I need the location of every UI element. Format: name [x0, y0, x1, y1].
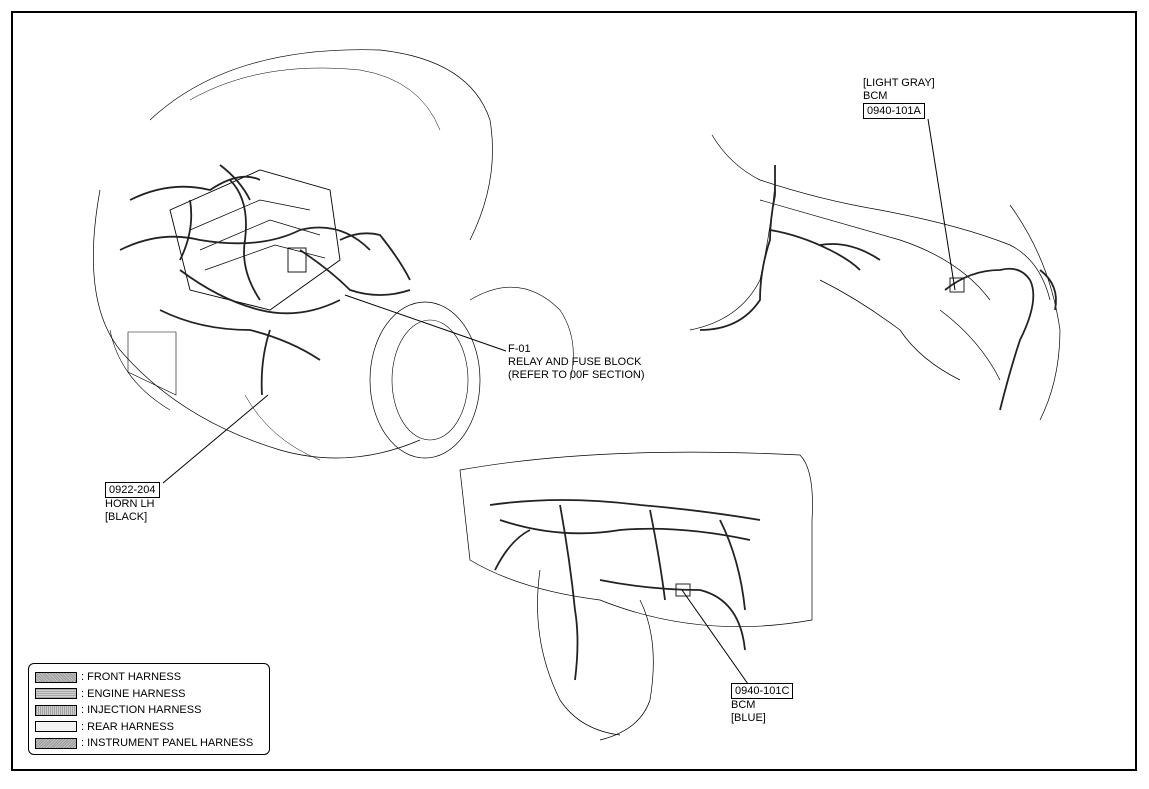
cabin-illustration: [689, 134, 1061, 421]
legend-item: : INSTRUMENT PANEL HARNESS: [35, 735, 263, 752]
bcm-a-name: BCM: [863, 90, 888, 102]
relay-line2: (REFER TO 00F SECTION): [508, 369, 645, 381]
legend-item: : REAR HARNESS: [35, 719, 263, 736]
harness-legend: : FRONT HARNESS : ENGINE HARNESS : INJEC…: [28, 663, 270, 755]
bcm-a-callout: [LIGHT GRAY] BCM 0940-101A: [863, 77, 935, 119]
relay-leader-line: [344, 294, 507, 352]
diagram-frame: [11, 11, 1137, 771]
cabin-harness: [699, 165, 1057, 411]
horn-leader-line: [162, 394, 269, 484]
legend-label: : ENGINE HARNESS: [81, 687, 186, 700]
horn-line2: [BLACK]: [105, 511, 148, 523]
legend-item: : ENGINE HARNESS: [35, 686, 263, 703]
engine-harness-swatch: [35, 688, 77, 700]
engine-harness: [119, 164, 411, 396]
bcm-a-code: 0940-101A: [863, 103, 925, 119]
bcm-c-leader-line: [681, 589, 749, 685]
horn-line1: HORN LH: [105, 498, 155, 510]
instrument-panel-harness-swatch: [35, 737, 77, 749]
bcm-c-name: BCM: [731, 699, 756, 711]
bcm-c-code: 0940-101C: [731, 683, 794, 699]
legend-label: : INSTRUMENT PANEL HARNESS: [81, 737, 254, 750]
instrument-panel-illustration: [459, 451, 813, 741]
injection-harness-swatch: [35, 704, 77, 716]
legend-label: : INJECTION HARNESS: [81, 704, 202, 717]
leader-lines: [162, 118, 956, 685]
front-harness-swatch: [35, 671, 77, 683]
engine-bay-illustration: [93, 49, 574, 461]
relay-line1: RELAY AND FUSE BLOCK: [508, 356, 642, 368]
legend-label: : REAR HARNESS: [81, 720, 174, 733]
bcm-a-leader-line: [927, 118, 956, 291]
bcm-a-color: [LIGHT GRAY]: [863, 77, 935, 89]
horn-code: 0922-204: [105, 482, 160, 498]
horn-callout: 0922-204 HORN LH [BLACK]: [105, 482, 160, 524]
bcm-c-callout: 0940-101C BCM [BLUE]: [731, 683, 794, 725]
instrument-panel-harness: [489, 499, 761, 681]
bcm-c-color: [BLUE]: [731, 712, 766, 724]
relay-fuse-block-callout: F-01 RELAY AND FUSE BLOCK (REFER TO 00F …: [508, 343, 645, 382]
legend-item: : INJECTION HARNESS: [35, 702, 263, 719]
relay-code: F-01: [508, 343, 531, 355]
rear-harness-swatch: [35, 721, 77, 733]
legend-label: : FRONT HARNESS: [81, 671, 182, 684]
legend-item: : FRONT HARNESS: [35, 669, 263, 686]
